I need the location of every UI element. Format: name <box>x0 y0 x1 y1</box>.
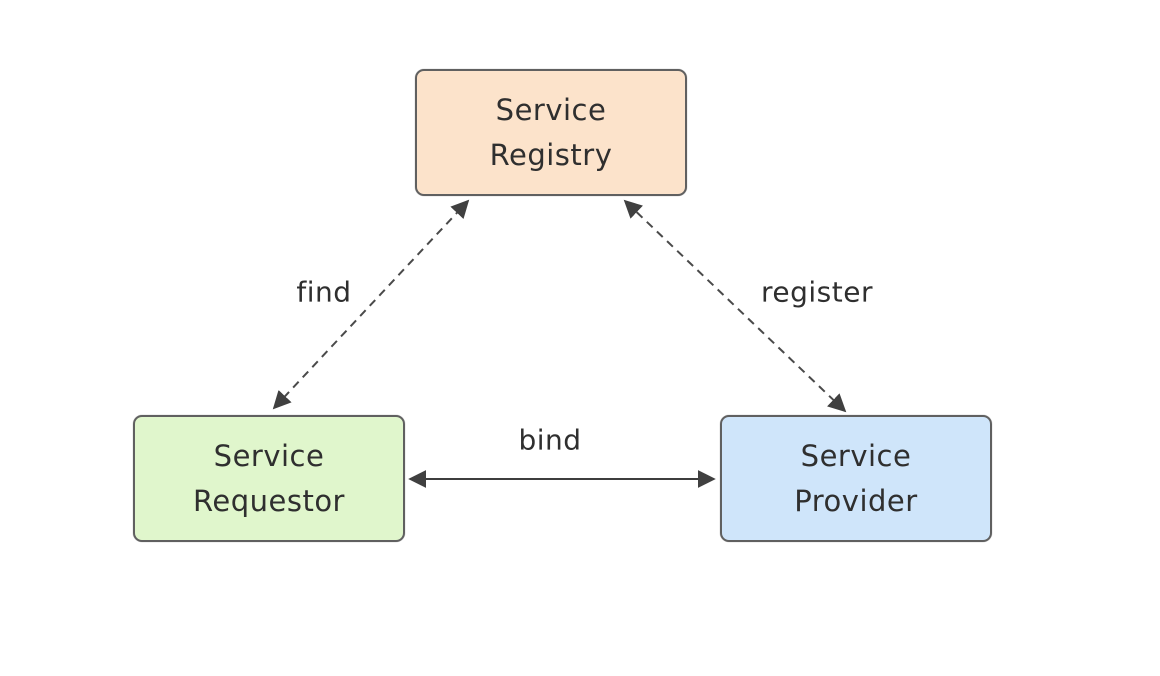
bind-edge-label: bind <box>518 423 582 457</box>
node-service-requestor: Service Requestor <box>133 415 405 542</box>
node-label-line: Service <box>495 92 607 127</box>
node-label-line: Requestor <box>193 483 345 518</box>
node-label-line: Service <box>213 438 325 473</box>
register-edge-arrow <box>623 199 847 413</box>
node-label-line: Provider <box>794 483 918 518</box>
node-service-registry: Service Registry <box>415 69 687 196</box>
node-label-line: Registry <box>489 137 613 172</box>
find-edge-label: find <box>296 275 352 309</box>
node-service-provider: Service Provider <box>720 415 992 542</box>
node-label-line: Service <box>800 438 912 473</box>
find-edge-arrow <box>272 199 470 410</box>
register-edge-label: register <box>761 275 873 309</box>
